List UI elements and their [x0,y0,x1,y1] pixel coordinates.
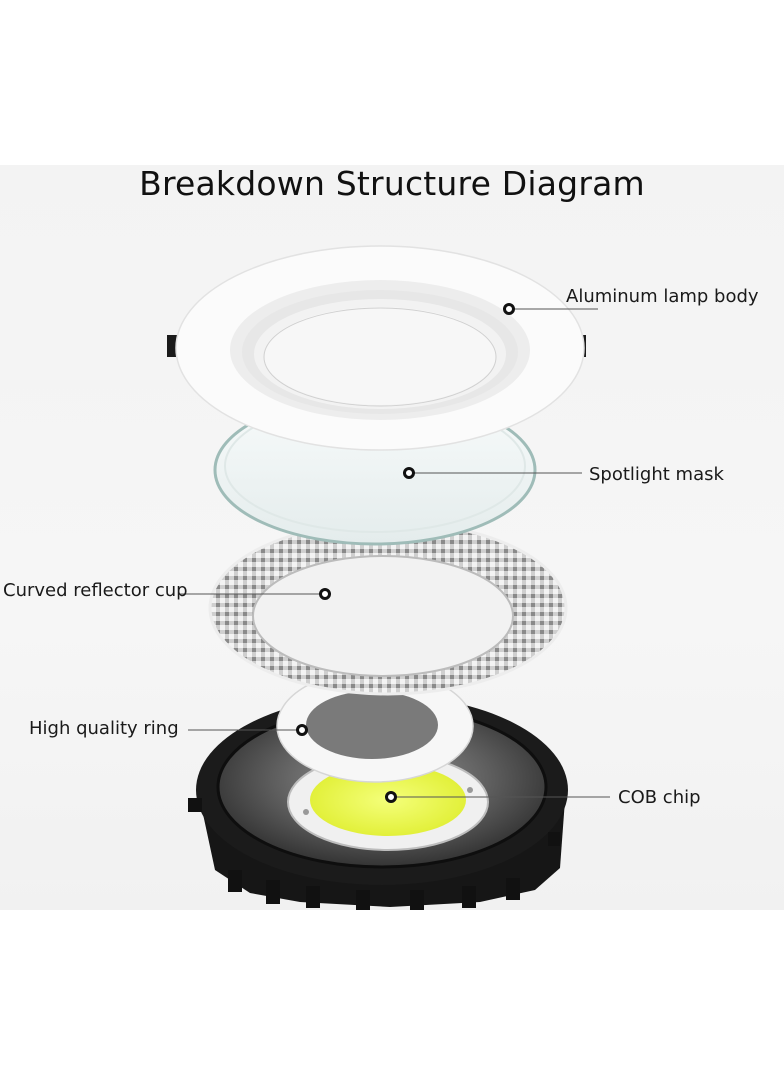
reflector-cup [208,520,568,696]
label-reflector-cup: Curved reflector cup [3,580,188,601]
label-lamp-body: Aluminum lamp body [566,286,759,307]
marker-lamp-body [503,303,515,315]
leader-lines [178,308,610,798]
diagram-title: Breakdown Structure Diagram [139,164,645,203]
marker-cob-chip [385,791,397,803]
marker-spotlight-mask [403,467,415,479]
label-ring: High quality ring [29,718,179,739]
marker-dots [296,303,515,803]
marker-ring [296,724,308,736]
marker-reflector-cup [319,588,331,600]
lamp-body [167,245,586,451]
label-cob-chip: COB chip [618,787,701,808]
label-spotlight-mask: Spotlight mask [589,464,724,485]
